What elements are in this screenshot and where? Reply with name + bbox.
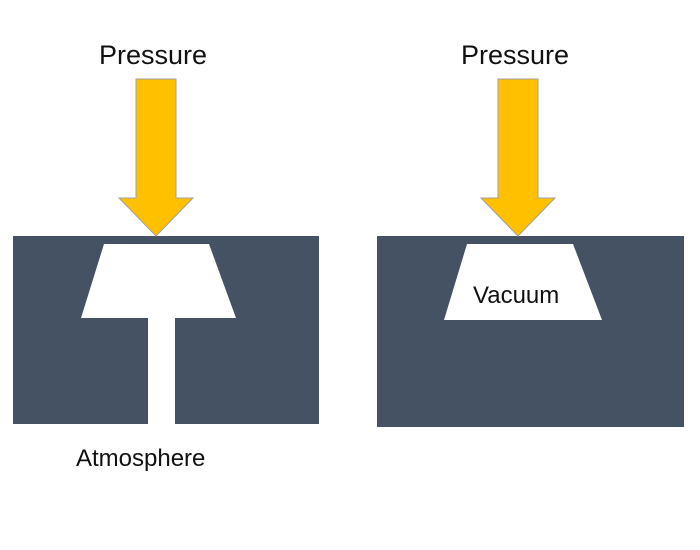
atmosphere-label: Atmosphere [76, 445, 206, 472]
vacuum-cavity [444, 244, 602, 320]
vacuum-label: Vacuum [473, 282, 560, 309]
right-pressure-label: Pressure [461, 40, 570, 70]
left-pressure-label: Pressure [99, 40, 208, 70]
left-pressure-arrow [117, 78, 195, 237]
left-cavity [81, 244, 236, 318]
atmosphere-vent [148, 316, 175, 426]
left-panel [13, 78, 319, 426]
right-panel [377, 78, 684, 427]
right-pressure-arrow [479, 78, 557, 237]
